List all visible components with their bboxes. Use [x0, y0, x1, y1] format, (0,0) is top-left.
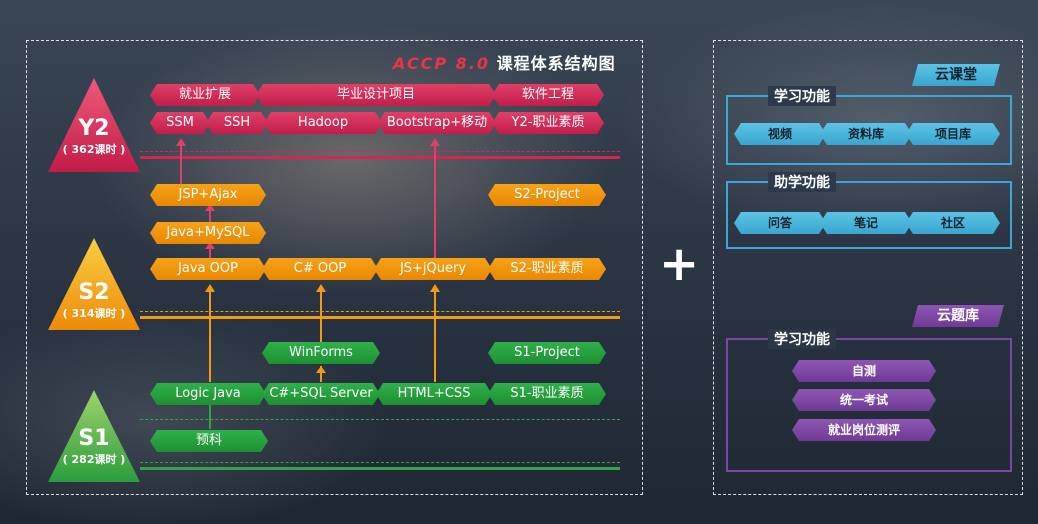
- s2-project: S2-Project: [488, 184, 606, 206]
- cloud-question-bank-tag: 云题库: [912, 305, 1004, 327]
- y2-divider: [140, 156, 620, 159]
- curriculum-frame: [26, 40, 643, 495]
- s2-divider: [140, 316, 620, 319]
- connector-csharp-winforms: [320, 366, 322, 382]
- s2-triangle: [48, 238, 140, 330]
- s1-stage-name: S1: [78, 426, 110, 451]
- connector-preparatory-logic: [209, 405, 211, 429]
- cloud-assist-box: [726, 181, 1012, 249]
- bank-study-box: [726, 338, 1012, 472]
- y2-software-engineering: 软件工程: [492, 84, 604, 106]
- connector-jsp-javamysql: [209, 208, 211, 222]
- cloud-assist-title: 助学功能: [768, 172, 836, 192]
- title-accent: ACCP 8.0: [393, 54, 491, 73]
- s2-csharp-oop: C# OOP: [262, 258, 378, 280]
- s2-stage-label: S2 ( 314课时 ): [48, 280, 140, 321]
- connector-html-js: [434, 288, 436, 382]
- bank-job-assessment: 就业岗位测评: [792, 419, 936, 441]
- connector-winforms-csharpoop: [320, 288, 322, 342]
- arrow-javamysql: [205, 242, 215, 249]
- s1-html-css: HTML+CSS: [376, 383, 492, 405]
- y2-employment-extension: 就业扩展: [150, 84, 260, 106]
- cloud-community: 社区: [906, 212, 1000, 234]
- s1-divider: [140, 467, 620, 470]
- connector-js-hadoop: [434, 142, 436, 258]
- s2-java-mysql: Java+MySQL: [150, 222, 266, 244]
- s1-csharp-sql-server: C#+SQL Server: [262, 383, 380, 405]
- s1-divider-dashed-2: [140, 462, 620, 463]
- diagram-title: ACCP 8.0 课程体系结构图: [393, 50, 616, 74]
- cloud-qa: 问答: [734, 212, 826, 234]
- cloud-project-library: 项目库: [906, 123, 1000, 145]
- arrow-js: [430, 284, 440, 292]
- connector-logic-javaoop: [209, 288, 211, 382]
- y2-stage-hours: ( 362课时 ): [62, 143, 126, 156]
- bank-self-test: 自测: [792, 360, 936, 382]
- cloud-study-box: [726, 95, 1012, 165]
- s1-stage-label: S1 ( 282课时 ): [48, 426, 140, 467]
- s1-professional-quality: S1-职业素质: [488, 383, 606, 405]
- arrow-ssm: [176, 138, 186, 146]
- s1-stage-hours: ( 282课时 ): [62, 453, 126, 466]
- cloud-video: 视频: [734, 123, 826, 145]
- arrow-bootstrap: [430, 138, 440, 146]
- y2-graduation-project: 毕业设计项目: [256, 84, 496, 106]
- arrow-jsp: [205, 204, 215, 211]
- s1-divider-dashed: [140, 419, 620, 420]
- y2-ssm: SSM: [150, 112, 210, 134]
- bank-study-title: 学习功能: [768, 329, 836, 349]
- connector-javamysql-javaoop: [209, 246, 211, 258]
- y2-triangle: [48, 78, 140, 172]
- s2-divider-dashed: [140, 311, 620, 312]
- connector-jsp-ssm: [180, 142, 182, 184]
- y2-divider-dashed: [140, 151, 620, 152]
- s2-js-jquery: JS+jQuery: [374, 258, 492, 280]
- arrow-javaoop: [205, 284, 215, 292]
- s2-java-oop: Java OOP: [150, 258, 266, 280]
- s2-stage-name: S2: [78, 280, 110, 305]
- s2-stage-hours: ( 314课时 ): [62, 307, 126, 320]
- s1-project: S1-Project: [488, 342, 606, 364]
- cloud-notes: 笔记: [820, 212, 912, 234]
- s1-preparatory: 预科: [150, 430, 268, 452]
- s2-professional-quality: S2-职业素质: [488, 258, 606, 280]
- y2-professional-quality: Y2-职业素质: [492, 112, 604, 134]
- y2-bootstrap-mobile: Bootstrap+移动: [378, 112, 496, 134]
- y2-stage-label: Y2 ( 362课时 ): [48, 116, 140, 157]
- plus-sign: +: [659, 236, 700, 292]
- cloud-classroom-tag: 云课堂: [912, 64, 1000, 86]
- title-main: 课程体系结构图: [496, 54, 616, 73]
- cloud-frame: [713, 40, 1023, 495]
- y2-stage-name: Y2: [78, 116, 110, 141]
- arrow-csharpoop: [316, 284, 326, 292]
- cloud-resource-library: 资料库: [820, 123, 912, 145]
- arrow-winforms: [316, 366, 326, 373]
- s1-winforms: WinForms: [262, 342, 380, 364]
- y2-hadoop: Hadoop: [264, 112, 382, 134]
- cloud-study-title: 学习功能: [768, 86, 836, 106]
- s1-logic-java: Logic Java: [150, 383, 266, 405]
- y2-ssh: SSH: [206, 112, 268, 134]
- s2-jsp-ajax: JSP+Ajax: [150, 184, 266, 206]
- s1-triangle: [48, 390, 140, 482]
- bank-unified-exam: 统一考试: [792, 389, 936, 411]
